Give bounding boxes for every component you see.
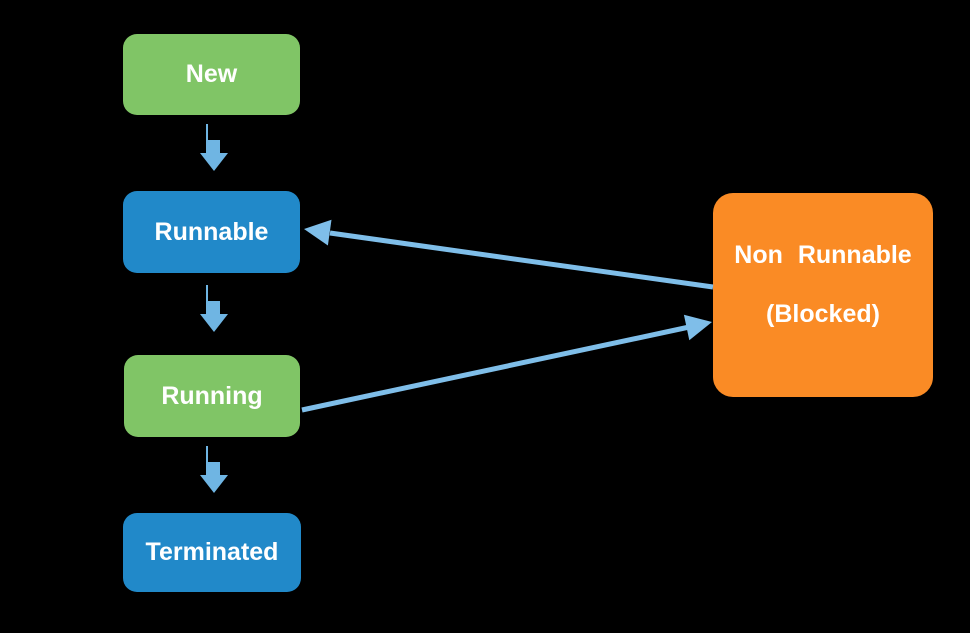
arrow-running-to-nonrunnable-icon [301,314,712,413]
node-non-runnable-label: Non Runnable [734,241,912,269]
node-new: New [123,34,300,115]
node-non-runnable-label-block: Non Runnable (Blocked) [734,241,911,329]
arrow-running-to-terminated-icon [200,446,228,493]
node-running-label: Running [161,381,263,410]
node-new-label: New [185,60,238,88]
arrow-runnable-to-running-icon [200,285,228,332]
node-terminated: Terminated [123,513,301,592]
arrow-new-to-runnable-icon [200,124,228,171]
arrow-nonrunnable-to-runnable-icon [304,219,714,290]
node-runnable-label: Runnable [154,217,269,246]
node-terminated-label: Terminated [145,538,279,566]
node-running: Running [124,355,300,437]
node-runnable: Runnable [123,191,300,273]
node-non-runnable-sublabel: (Blocked) [766,300,880,328]
node-non-runnable: Non Runnable (Blocked) [713,193,933,397]
